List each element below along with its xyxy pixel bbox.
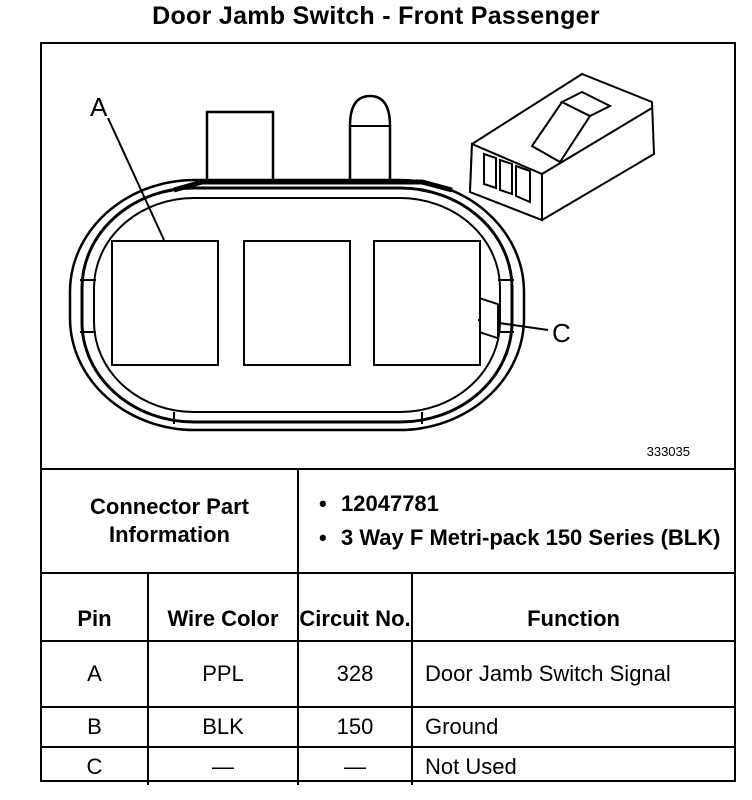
callout-c-label: C	[552, 318, 571, 348]
header-function: Function	[411, 572, 735, 642]
connector-part-number: • 12047781	[319, 491, 439, 516]
wire-color-cell: BLK	[146, 706, 300, 748]
table-row: C — — Not Used	[42, 746, 735, 785]
callout-a-label: A	[90, 92, 108, 122]
top-band-shading	[173, 179, 453, 193]
pin-cell: A	[42, 640, 149, 708]
connector-diagram: A C 333035	[42, 44, 734, 468]
pinout-table: Connector Part Information • 12047781 • …	[42, 468, 735, 785]
circuit-cell: —	[297, 746, 414, 785]
table-row: B BLK 150 Ground	[42, 706, 735, 748]
diagram-frame: A C 333035 Connector Part Information • …	[40, 42, 736, 785]
cavity-b	[243, 240, 351, 366]
header-wire-color: Wire Color	[146, 572, 300, 642]
circuit-cell: 328	[297, 640, 414, 708]
connector-info-label: Connector Part Information	[42, 468, 300, 574]
header-circuit: Circuit No.	[297, 572, 414, 642]
circuit-cell: 150	[297, 706, 414, 748]
page-title: Door Jamb Switch - Front Passenger	[152, 2, 600, 30]
cavity-a	[111, 240, 219, 366]
callout-a-leader	[107, 117, 165, 241]
function-cell: Ground	[411, 706, 735, 748]
wire-color-cell: PPL	[146, 640, 300, 708]
connector-info-row: Connector Part Information • 12047781 • …	[42, 468, 735, 574]
cavity-c	[373, 240, 481, 366]
pin-cell: C	[42, 746, 149, 785]
table-header-row: Pin Wire Color Circuit No. Function	[42, 572, 735, 642]
connector-info-cell: • 12047781 • 3 Way F Metri-pack 150 Seri…	[297, 468, 735, 574]
connector-face-drawing	[68, 72, 656, 432]
pin-cell: B	[42, 706, 149, 748]
table-row: A PPL 328 Door Jamb Switch Signal	[42, 640, 735, 708]
wire-color-cell: —	[146, 746, 300, 785]
header-pin: Pin	[42, 572, 149, 642]
connector-description: • 3 Way F Metri-pack 150 Series (BLK)	[319, 525, 721, 550]
function-cell: Door Jamb Switch Signal	[411, 640, 735, 708]
connector-3d-view	[468, 72, 656, 340]
figure-number: 333035	[646, 444, 690, 459]
function-cell: Not Used	[411, 746, 735, 785]
connector-band	[80, 186, 514, 424]
top-locking-tab	[205, 110, 275, 194]
